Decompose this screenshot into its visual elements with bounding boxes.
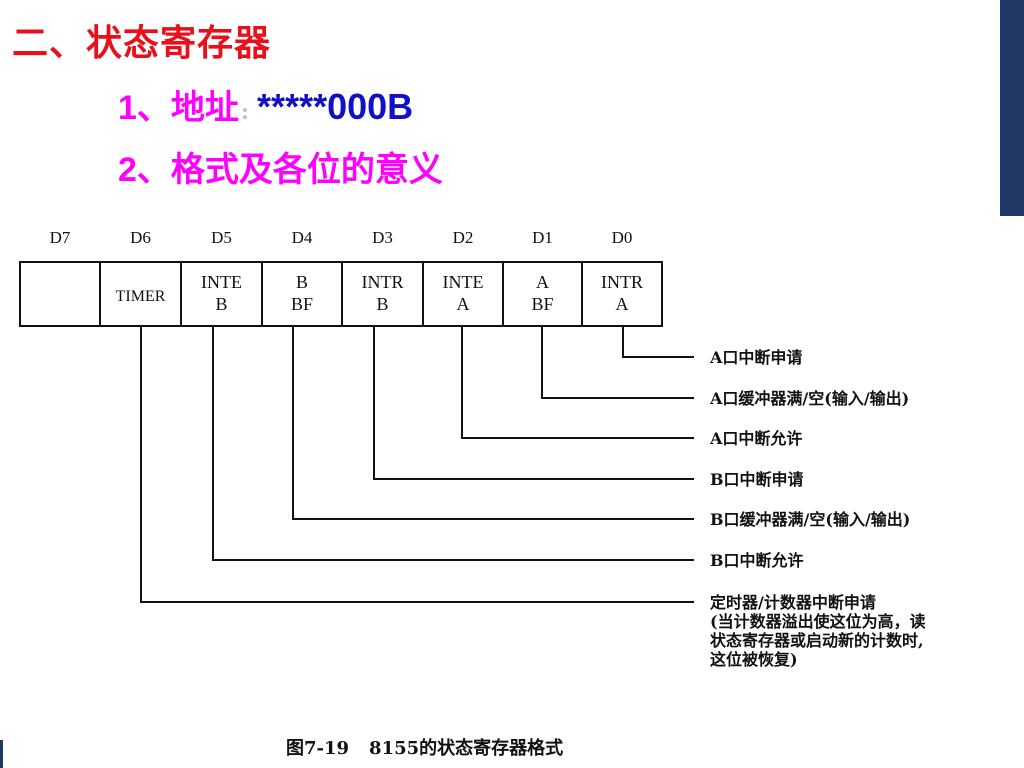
desc-d0-line-1: A口中断申请: [709, 348, 802, 367]
bit-label-d7: D7: [50, 228, 71, 247]
register-cell-d0: [581, 261, 663, 327]
bit-label-d1: D1: [532, 228, 553, 247]
cell-text-d1-top: A: [536, 272, 549, 292]
desc-d1-line-1: A口缓冲器满/空(输入/输出): [709, 389, 909, 408]
figure-caption: 图7-19 8155的状态寄存器格式: [286, 734, 583, 760]
figure-title: 8155的状态寄存器格式: [369, 738, 564, 759]
desc-d6-line-4: 这位被恢复): [710, 650, 798, 669]
desc-d6-line-2: (当计数器溢出使这位为高，读: [710, 612, 926, 631]
register-cell-d5: [180, 261, 263, 327]
page-title: 二、状态寄存器: [12, 22, 272, 64]
bit-descriptions: A口中断申请 A口缓冲器满/空(输入/输出) A口中断允许 B口中断申请 B口缓冲器满/…: [709, 348, 926, 669]
desc-d5-line-1: B口中断允许: [710, 551, 804, 570]
bit-labels: D7 D6 D5 D4 D3 D2 D1 D0: [50, 228, 633, 247]
cell-text-d4-bottom: BF: [291, 294, 313, 314]
address-label: 、地址: [136, 88, 239, 128]
connector-d4: [292, 326, 694, 520]
bit-label-d2: D2: [453, 228, 474, 247]
register-cell-d7: [19, 261, 101, 327]
address-colon: :: [240, 99, 250, 125]
address-value: *****000B: [257, 86, 414, 127]
connector-lines: [140, 326, 694, 603]
register-cell-d2: [422, 261, 504, 327]
connector-d1: [541, 326, 694, 399]
desc-d6-line-3: 状态寄存器或启动新的计数时,: [710, 631, 924, 650]
connector-d3: [373, 326, 694, 480]
register-cell-d4: [261, 261, 343, 327]
cell-text-d5-top: INTE: [201, 272, 242, 292]
figure-number: 图7-19: [286, 738, 350, 759]
cell-text-d2-bottom: A: [457, 294, 470, 314]
connector-d2: [461, 326, 694, 439]
cell-text-d3-bottom: B: [376, 294, 388, 314]
cell-text-d5-bottom: B: [215, 294, 227, 314]
desc-d3-line-1: B口中断申请: [710, 470, 804, 489]
connector-d6: [140, 326, 694, 603]
accent-bar: [1000, 0, 1024, 216]
connector-d5: [212, 326, 694, 561]
bit-label-d0: D0: [612, 228, 633, 247]
bit-label-d5: D5: [211, 228, 232, 247]
format-line: 2、格式及各位的意义: [118, 142, 443, 191]
format-label: 、格式及各位的意义: [136, 150, 443, 190]
item-number-1: 1: [118, 89, 137, 127]
bit-label-d4: D4: [292, 228, 313, 247]
cell-text-d6: TIMER: [116, 288, 166, 305]
bit-label-d6: D6: [130, 228, 151, 247]
item-number-2: 2: [118, 151, 137, 189]
register-cell-d3: [341, 261, 424, 327]
cell-text-d0-top: INTR: [601, 272, 643, 292]
desc-d6-line-1: 定时器/计数器中断申请: [709, 593, 876, 612]
cell-text-d2-top: INTE: [443, 272, 484, 292]
accent-tick: [0, 740, 3, 768]
desc-d4-line-1: B口缓冲器满/空(输入/输出): [710, 510, 910, 529]
cell-text-d0-bottom: A: [616, 294, 629, 314]
cell-text-d1-bottom: BF: [531, 294, 553, 314]
address-line: 1、地址: *****000B: [118, 80, 413, 129]
cell-text-d4-top: B: [296, 272, 308, 292]
desc-d2-line-1: A口中断允许: [709, 429, 802, 448]
bit-label-d3: D3: [372, 228, 393, 247]
cell-text-d3-top: INTR: [362, 272, 404, 292]
connector-d0: [622, 326, 694, 358]
